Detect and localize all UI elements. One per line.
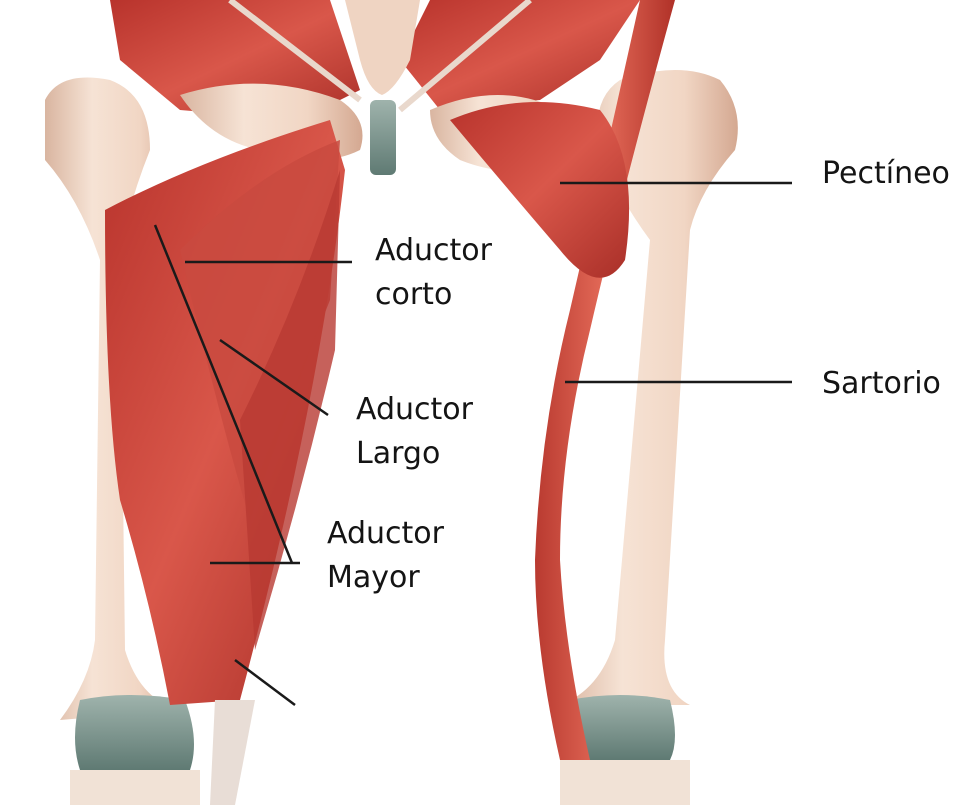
label-aductor-mayor-line2: Mayor [327, 556, 444, 600]
label-aductor-largo-line2: Largo [356, 432, 473, 476]
label-aductor-corto-line1: Aductor [375, 229, 492, 273]
pubic-symphysis [370, 100, 396, 175]
label-aductor-largo-line1: Aductor [356, 388, 473, 432]
label-pectineo: Pectíneo [822, 152, 950, 196]
label-aductor-corto: Aductor corto [375, 229, 492, 317]
label-sartorio: Sartorio [822, 362, 941, 406]
label-aductor-largo: Aductor Largo [356, 388, 473, 476]
label-aductor-mayor: Aductor Mayor [327, 512, 444, 600]
label-aductor-mayor-line1: Aductor [327, 512, 444, 556]
label-aductor-corto-line2: corto [375, 273, 492, 317]
